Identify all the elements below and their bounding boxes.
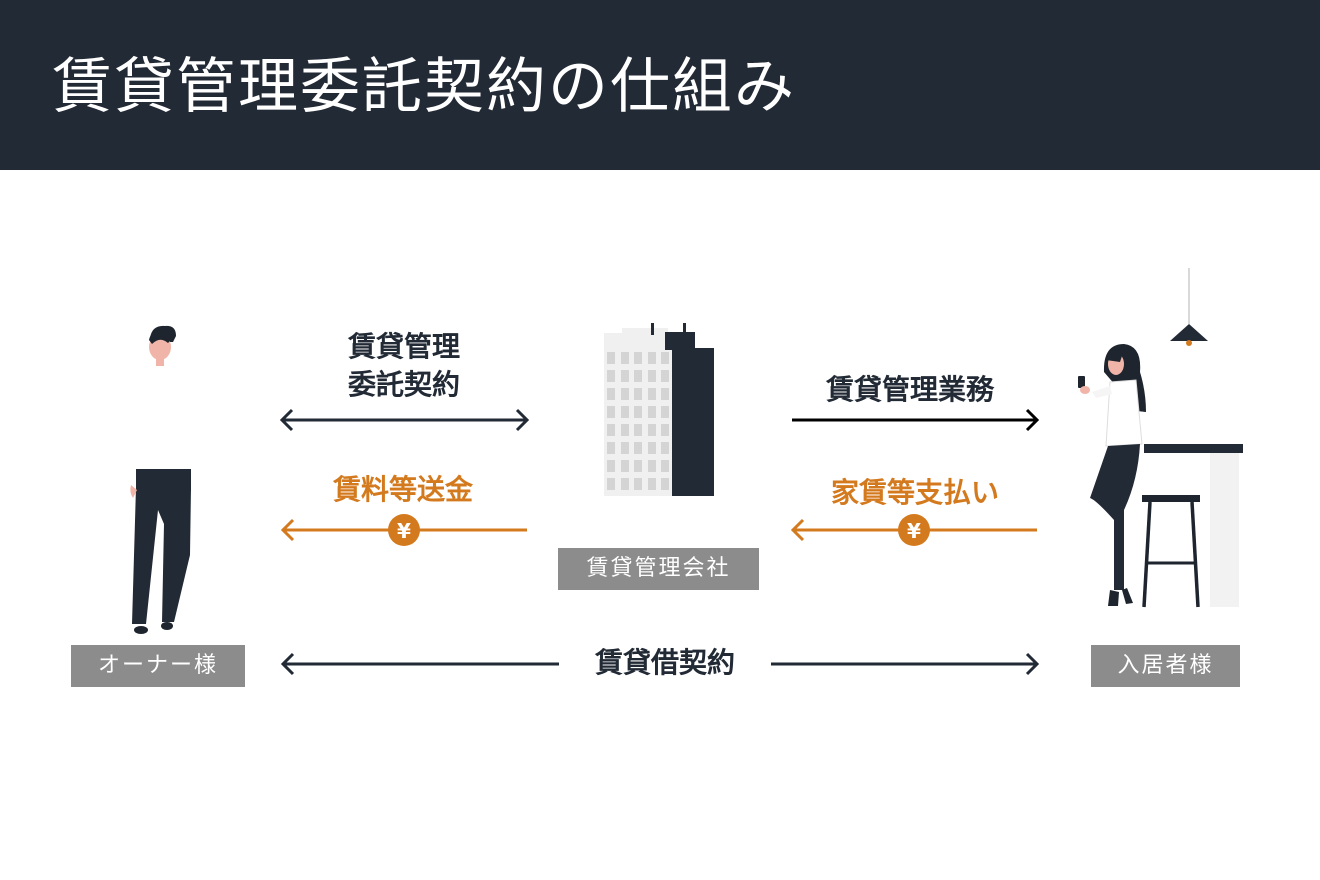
building-window <box>621 424 629 436</box>
building-window <box>607 352 615 364</box>
yen-symbol: ¥ <box>907 519 921 543</box>
building-window <box>661 388 669 400</box>
header-bar: 賃貸管理委託契約の仕組み <box>0 0 1320 170</box>
building-window <box>621 478 629 490</box>
tenant-person-icon <box>1078 344 1146 606</box>
building-window <box>634 424 642 436</box>
building-window <box>634 442 642 454</box>
lease-contract-label: 賃貸借契約 <box>594 646 735 679</box>
owner-person-icon <box>130 325 191 634</box>
building-window <box>661 352 669 364</box>
building-window <box>607 478 615 490</box>
building-window <box>621 388 629 400</box>
building-window <box>661 442 669 454</box>
building-window <box>607 442 615 454</box>
building-window <box>607 370 615 382</box>
building-window <box>648 424 656 436</box>
building-window <box>607 388 615 400</box>
remittance-label: 賃料等送金 <box>332 473 473 506</box>
building-window <box>648 478 656 490</box>
rent-payment-label: 家賃等支払い <box>830 476 999 509</box>
owner-tag: オーナー様 <box>71 645 245 687</box>
building-window <box>634 370 642 382</box>
building-icon <box>604 323 714 496</box>
building-window <box>648 352 656 364</box>
building-window <box>661 370 669 382</box>
building-window <box>621 460 629 472</box>
building-window <box>648 442 656 454</box>
yen-symbol: ¥ <box>397 519 411 543</box>
building-window <box>621 370 629 382</box>
building-window <box>634 406 642 418</box>
building-window <box>648 370 656 382</box>
building-window <box>607 460 615 472</box>
building-window <box>621 352 629 364</box>
building-window <box>607 406 615 418</box>
building-window <box>661 460 669 472</box>
building-window <box>661 478 669 490</box>
yen-coin-icon: ¥ <box>388 514 420 546</box>
tenant-tag: 入居者様 <box>1091 645 1240 687</box>
building-window <box>634 478 642 490</box>
bar-counter <box>1144 444 1243 607</box>
building-window <box>648 406 656 418</box>
yen-coin-icon: ¥ <box>898 514 930 546</box>
bar-stool-icon <box>1142 495 1200 608</box>
lease-contract-arrow <box>280 652 1040 676</box>
building-window <box>648 388 656 400</box>
management-arrow <box>792 408 1040 432</box>
building-window <box>648 460 656 472</box>
building-window <box>621 442 629 454</box>
contract-label-line1: 賃貸管理 <box>347 330 460 363</box>
building-window <box>634 352 642 364</box>
contract-label-line2: 委託契約 <box>347 368 460 401</box>
building-window <box>661 406 669 418</box>
building-window <box>607 424 615 436</box>
contract-label: 賃貸管理 委託契約 <box>320 328 488 404</box>
contract-double-arrow <box>279 408 530 432</box>
company-tag: 賃貸管理会社 <box>558 548 759 590</box>
building-window <box>621 406 629 418</box>
page-title: 賃貸管理委託契約の仕組み <box>52 52 796 122</box>
building-window <box>634 388 642 400</box>
building-window <box>661 424 669 436</box>
pendant-lamp-icon <box>1170 268 1208 346</box>
management-work-label: 賃貸管理業務 <box>825 373 994 406</box>
building-window <box>634 460 642 472</box>
